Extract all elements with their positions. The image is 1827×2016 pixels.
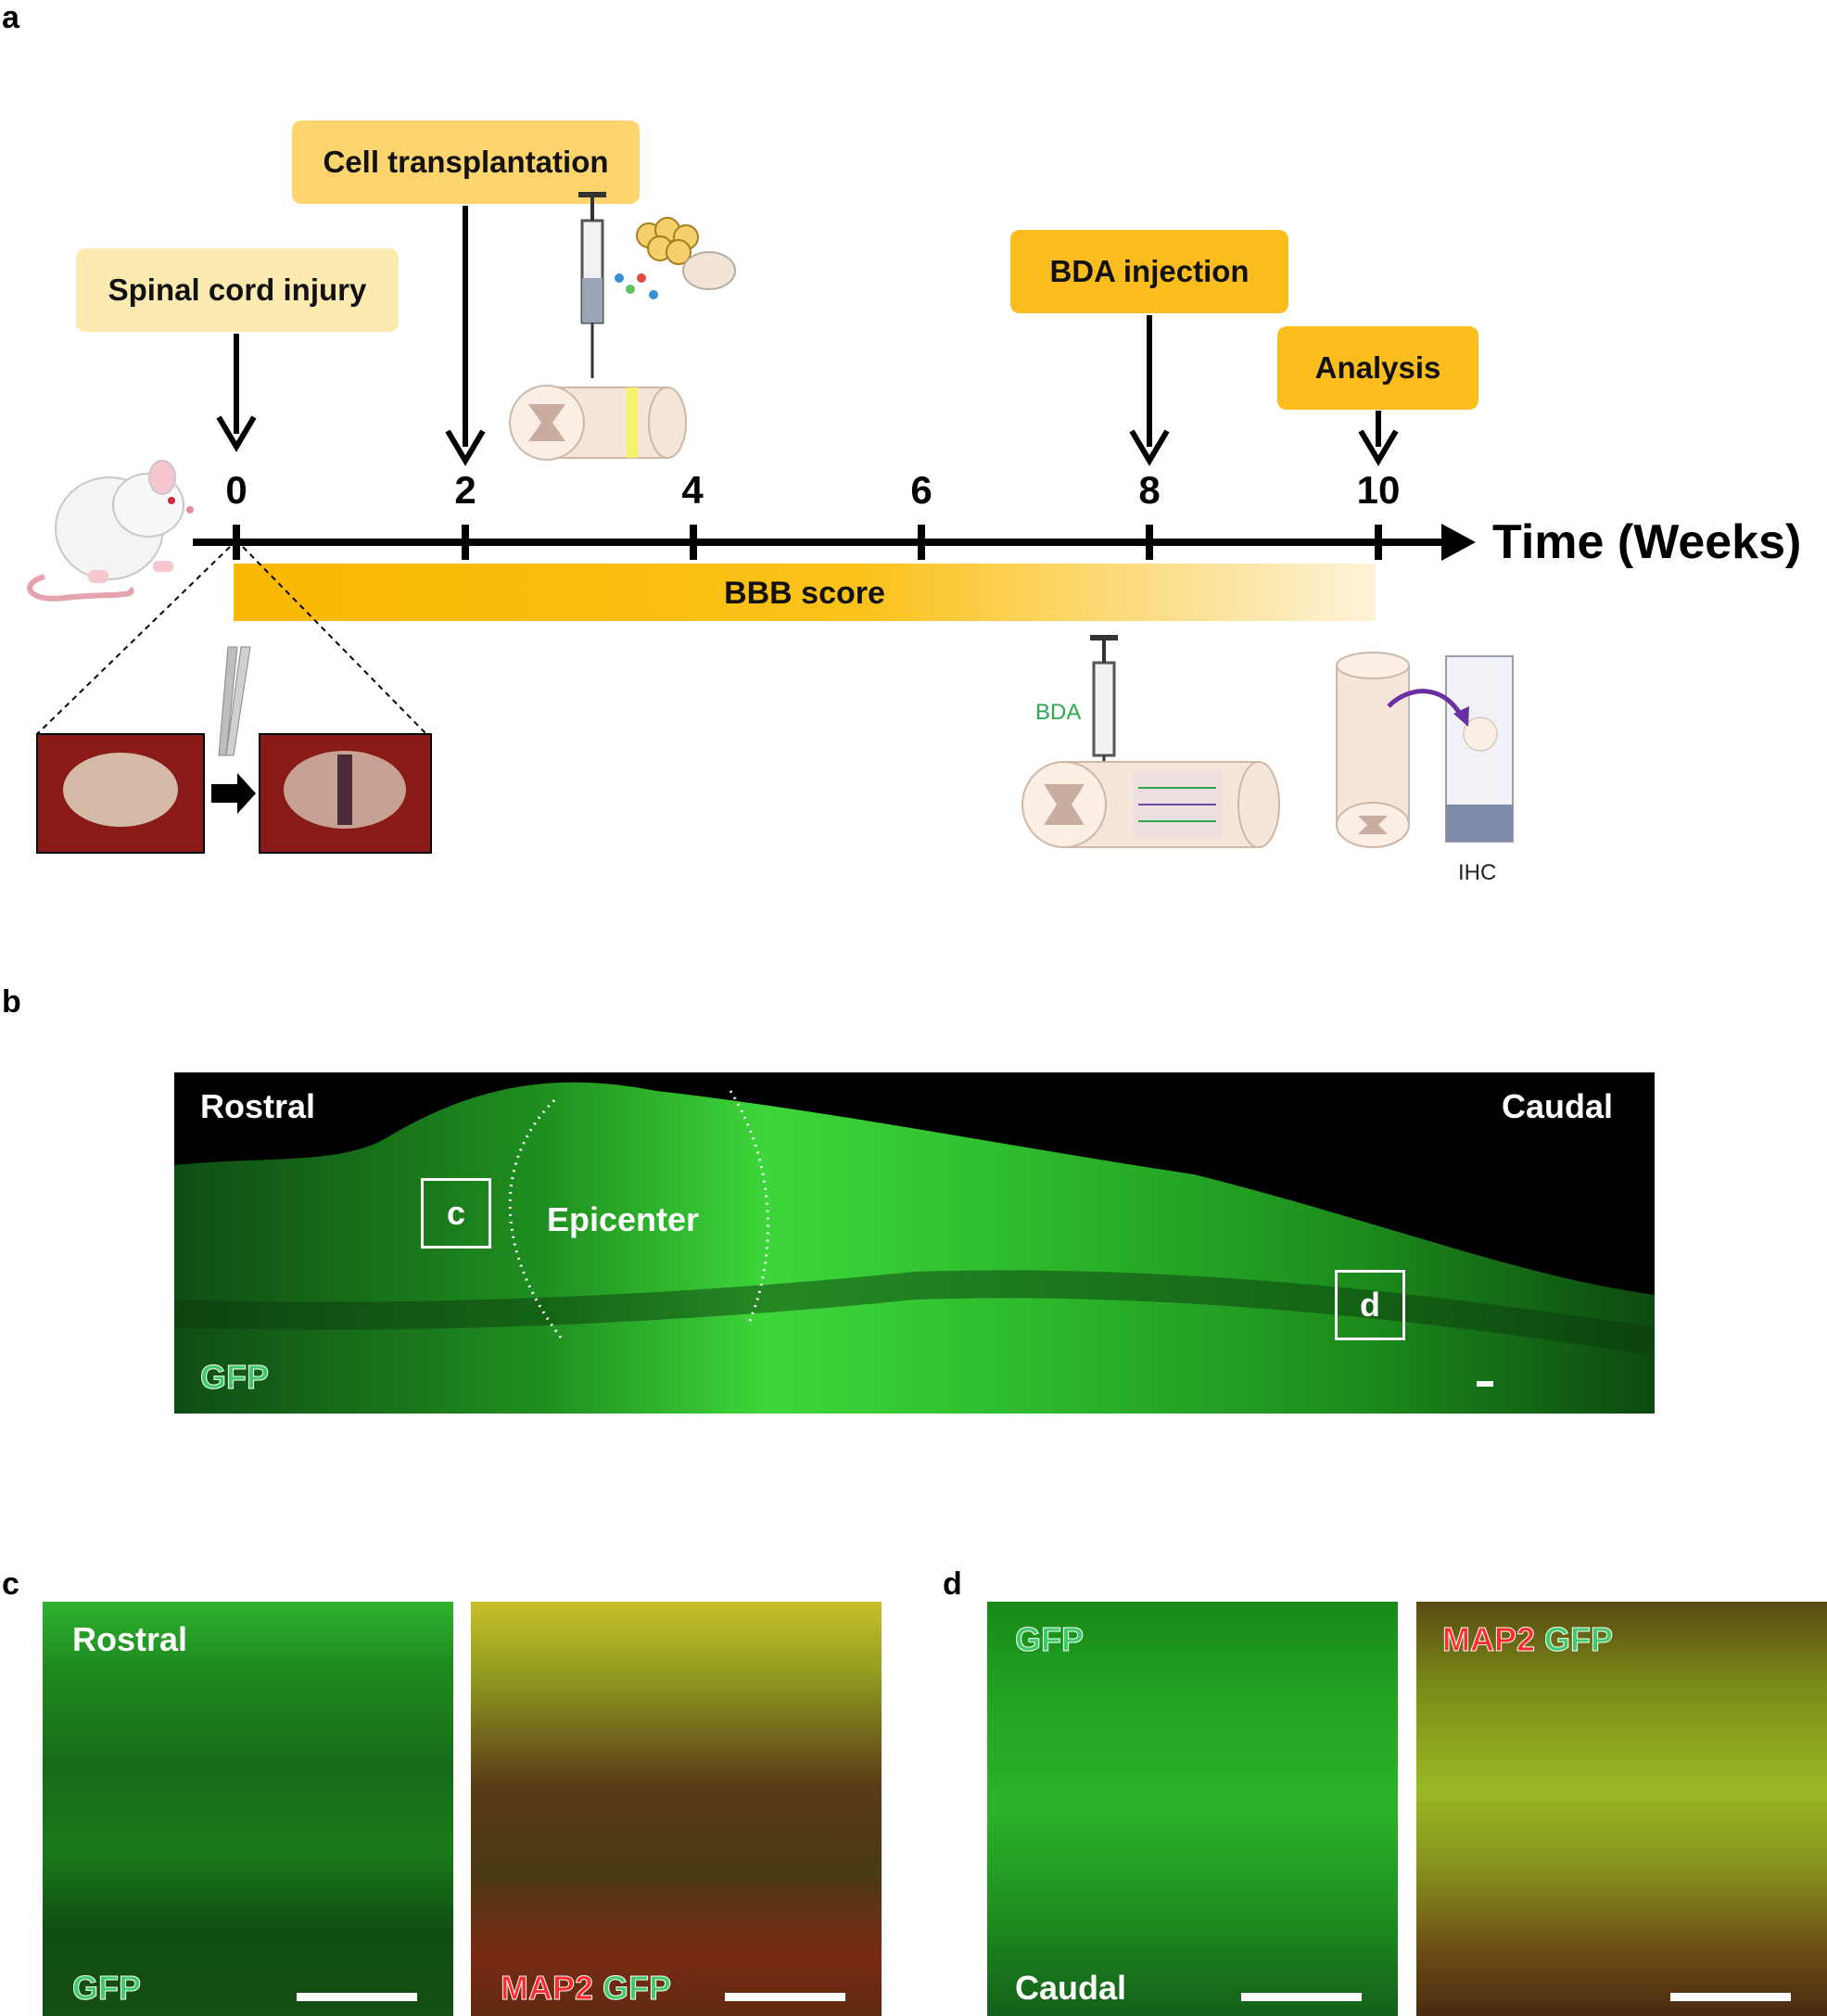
label-merge-d: MAP2 GFP (1441, 1620, 1614, 1659)
callout-analysis: Analysis (1277, 326, 1478, 410)
injury-arrow (211, 773, 256, 814)
injury-photo-after (259, 733, 432, 854)
label-epicenter: Epicenter (547, 1200, 700, 1238)
time-axis-label: Time (Weeks) (1492, 515, 1802, 569)
label-rostral-c: Rostral (72, 1620, 188, 1658)
micrograph-d-gfp: GFP Caudal (987, 1602, 1398, 2016)
bbb-score-bar (234, 564, 1376, 621)
scale-bar-d-right (1670, 1993, 1791, 2001)
spinal-cord-cylinder-2 (1021, 761, 1280, 848)
label-gfp-c: GFP (71, 1969, 142, 2008)
label-caudal: Caudal (1502, 1087, 1614, 1125)
forceps-illustration (218, 646, 251, 756)
spinal-cord-cylinder-1 (509, 385, 687, 461)
micrograph-c-gfp: Rostral GFP (43, 1602, 453, 2016)
tick-label-0: 0 (225, 468, 247, 512)
roi-box-c: c (421, 1178, 491, 1249)
label-rostral: Rostral (200, 1087, 316, 1125)
panel-letter-d: d (943, 1566, 962, 1602)
tick-label-2: 2 (454, 468, 476, 512)
timeline-graphics (27, 192, 1514, 854)
analysis-arrow (1387, 689, 1463, 716)
tick-label-6: 6 (910, 468, 933, 512)
label-map2-d: MAP2 (1441, 1620, 1536, 1659)
scale-bar-d-left (1241, 1993, 1362, 2001)
label-gfp-b: GFP (199, 1358, 270, 1397)
panel-letter-a: a (2, 0, 19, 35)
label-caudal-d: Caudal (1015, 1969, 1127, 2007)
bda-label: BDA (1035, 700, 1082, 725)
tick-label-4: 4 (681, 468, 704, 512)
panel-letter-c: c (2, 1566, 19, 1602)
label-gfp-merge-c: GFP (603, 1969, 672, 2008)
micrograph-c-merge: MAP2 GFP (471, 1602, 882, 2016)
ihc-slide (1445, 655, 1514, 843)
gfp-tissue-shape (174, 1082, 1655, 1414)
scale-bar-c-right (725, 1993, 845, 2001)
bbb-score-label: BBB score (724, 575, 885, 611)
roi-box-d: d (1335, 1270, 1405, 1340)
callout-bda-injection: BDA injection (1010, 230, 1288, 313)
time-axis-ticks (233, 525, 1382, 560)
panel-letter-b: b (2, 984, 21, 1020)
analysis-cylinder (1336, 652, 1410, 848)
tick-label-10: 10 (1356, 468, 1401, 512)
time-axis-arrowhead (1441, 524, 1476, 561)
ihc-label: IHC (1458, 860, 1497, 885)
gfp-longitudinal-section: Rostral Caudal Epicenter GFP c d (174, 1072, 1655, 1414)
callout-cell-transplantation: Cell transplantation (292, 120, 640, 204)
label-gfp-merge-d: GFP (1544, 1620, 1614, 1659)
rat-illustration (27, 460, 194, 602)
scale-bar-c-left (297, 1993, 417, 2001)
event-arrows (216, 206, 1399, 466)
label-map2-c: MAP2 (500, 1969, 594, 2008)
tick-label-8: 8 (1138, 468, 1161, 512)
injury-photo-before (36, 733, 205, 854)
callout-spinal-cord-injury: Spinal cord injury (76, 248, 399, 332)
cells-illustration (615, 217, 736, 299)
label-merge-c: MAP2 GFP (500, 1969, 672, 2008)
micrograph-d-merge: MAP2 GFP (1416, 1602, 1827, 2016)
syringe-illustration (578, 192, 606, 378)
label-gfp-d: GFP (1014, 1620, 1085, 1659)
